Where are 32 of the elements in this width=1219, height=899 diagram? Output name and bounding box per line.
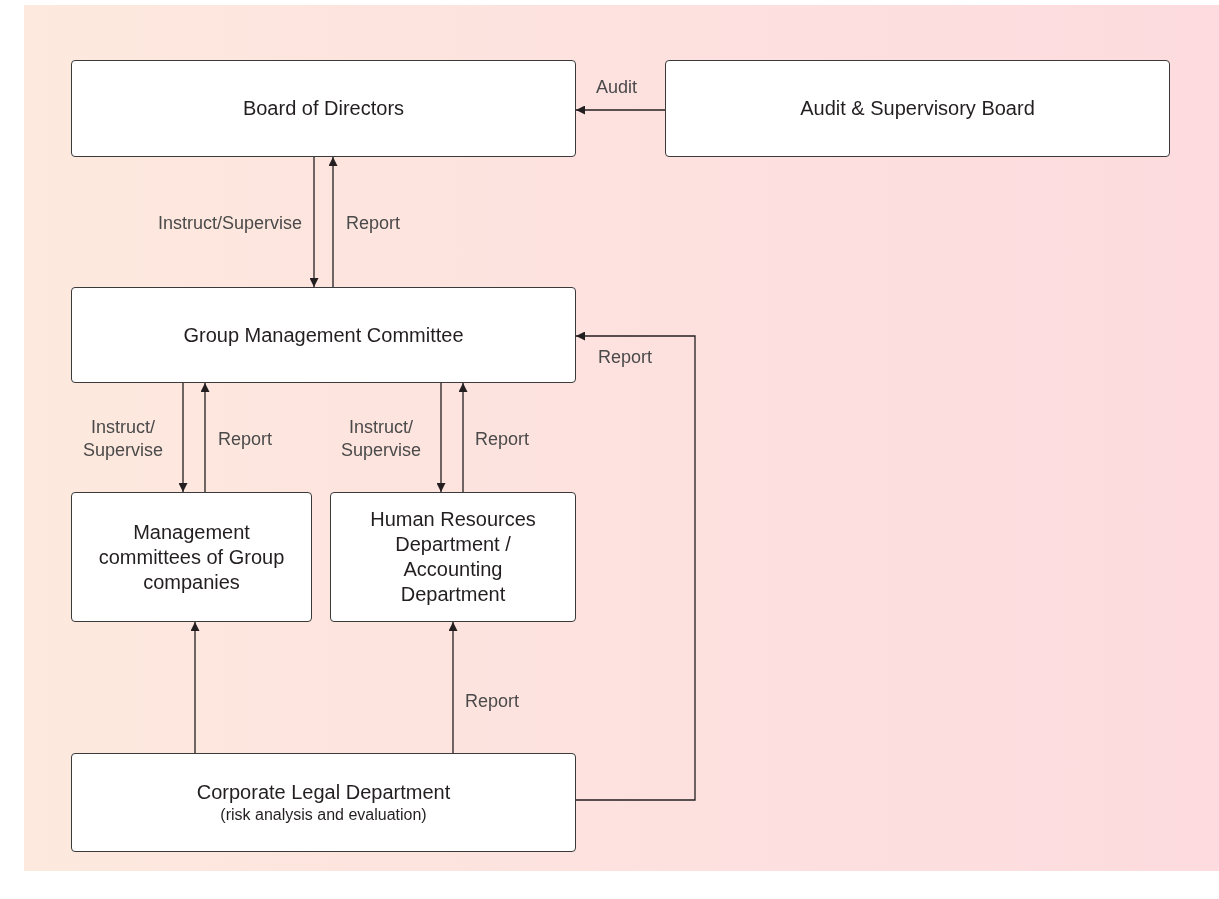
arrow: [458, 382, 468, 493]
arrow: [328, 156, 338, 288]
edge-label: Instruct/Supervise: [157, 212, 302, 235]
edge-label: Audit: [596, 76, 638, 99]
box-title: Corporate Legal Department: [196, 780, 451, 805]
box-title: Management committees of Group companies: [97, 519, 286, 595]
edge-label: Report: [598, 346, 653, 369]
arrow: [575, 331, 696, 801]
arrow: [190, 621, 200, 754]
box-note: (risk analysis and evaluation): [220, 805, 427, 825]
arrow: [200, 382, 210, 493]
arrow: [575, 105, 666, 115]
process-box: [71, 60, 576, 157]
edge-label: Report: [218, 428, 273, 451]
edge-label: Report: [475, 428, 530, 451]
process-box: [71, 753, 576, 852]
process-box: [71, 492, 312, 622]
edge-label: Instruct/ Supervise: [339, 416, 422, 461]
process-box: [71, 287, 576, 383]
arrow: [178, 382, 188, 493]
edge-label: Report: [346, 212, 401, 235]
arrow: [309, 156, 319, 288]
process-box: [330, 492, 576, 622]
edge-label: Report: [465, 690, 520, 713]
arrow: [436, 382, 446, 493]
box-title: Group Management Committee: [183, 322, 464, 348]
box-title: Board of Directors: [242, 96, 405, 121]
box-title: Human Resources Department / Accounting Department: [369, 507, 537, 607]
box-title: Audit & Supervisory Board: [800, 96, 1035, 121]
arrow: [448, 621, 458, 754]
process-box: [665, 60, 1170, 157]
edge-label: Instruct/ Supervise: [81, 416, 164, 461]
